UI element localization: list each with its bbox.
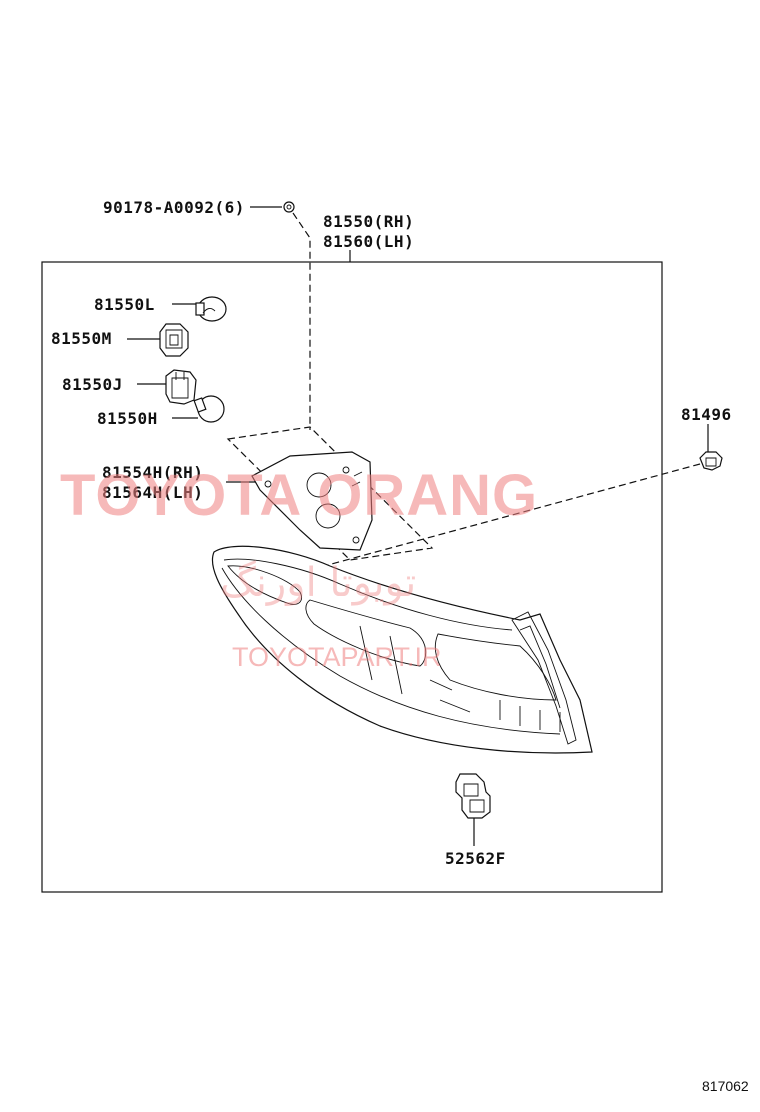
socket-m-part[interactable] (159, 323, 189, 357)
assembly-frame (41, 261, 663, 893)
watermark-persian: تویوتا اورنگ (220, 560, 416, 606)
clip-dash-line (301, 463, 701, 573)
retainer-part[interactable] (455, 773, 491, 819)
label-clip[interactable]: 81496 (681, 405, 732, 424)
screw-part[interactable] (283, 201, 295, 213)
clip-part[interactable] (699, 451, 723, 471)
diagram-code: 817062 (702, 1078, 749, 1094)
label-retainer[interactable]: 52562F (445, 849, 506, 868)
watermark-url: TOYOTAPART.IR (232, 642, 442, 672)
tail-lamp-part[interactable] (211, 545, 593, 754)
label-socket-j[interactable]: 81550J (62, 375, 123, 394)
socket-j-part[interactable] (165, 369, 197, 405)
screw-dash-line (292, 212, 311, 430)
bulb-h-part[interactable] (193, 395, 225, 423)
watermark-main: TOYOTA ORANG (60, 463, 538, 528)
label-gasket-rh[interactable]: 81554H(RH) (102, 463, 203, 482)
label-lamp-rh[interactable]: 81550(RH) (323, 212, 414, 231)
label-screw[interactable]: 90178-A0092(6) (103, 198, 245, 217)
label-bulb-l[interactable]: 81550L (94, 295, 155, 314)
gasket-part[interactable] (251, 451, 373, 551)
mounting-plane-dash (226, 426, 434, 561)
label-gasket-lh[interactable]: 81564H(LH) (102, 483, 203, 502)
label-bulb-h[interactable]: 81550H (97, 409, 158, 428)
bulb-l-part[interactable] (195, 296, 227, 322)
label-socket-m[interactable]: 81550M (51, 329, 112, 348)
label-lamp-lh[interactable]: 81560(LH) (323, 232, 414, 251)
